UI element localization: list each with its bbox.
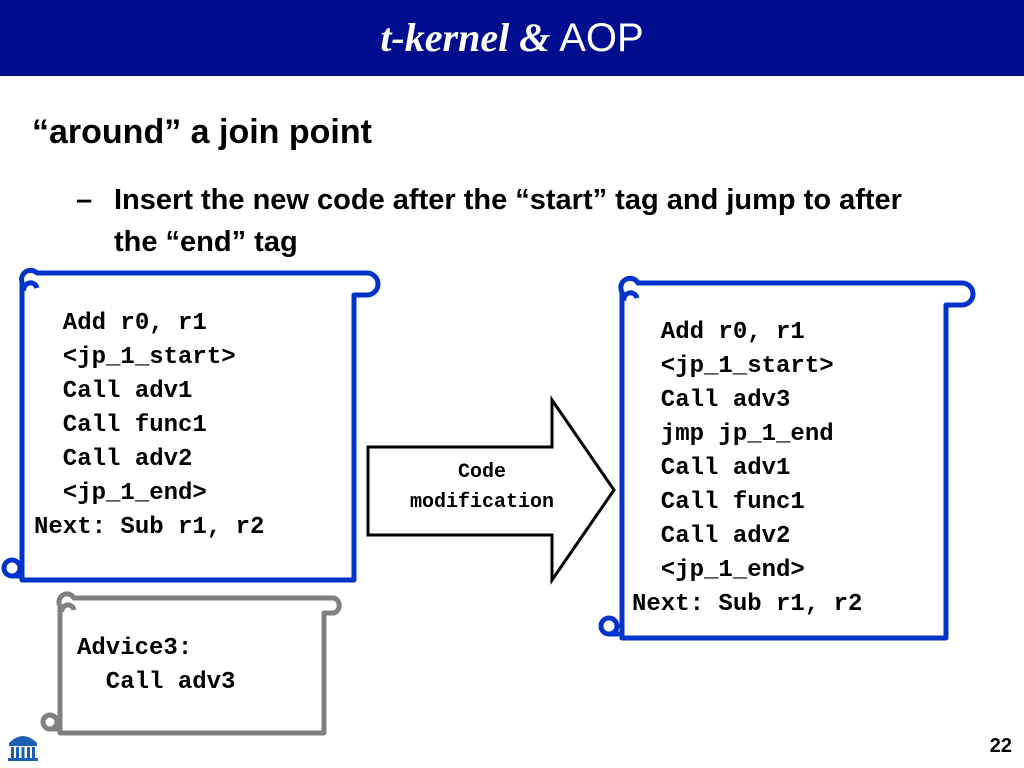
code-line: jmp jp_1_end [632, 421, 834, 448]
code-line: Advice3: [77, 635, 193, 662]
code-line: <jp_1_start> [632, 353, 834, 380]
code-line: Call adv2 [34, 446, 193, 473]
original-code-block: Add r0, r1 <jp_1_start> Call adv1 Call f… [34, 307, 264, 545]
code-line: Call adv3 [77, 669, 236, 696]
code-line: Call adv1 [34, 378, 193, 405]
arrow-label-line-2: modification [409, 491, 555, 514]
advice-code-scroll [40, 591, 342, 736]
code-line: <jp_1_end> [34, 480, 207, 507]
title-italic-part: t-kernel & [380, 15, 551, 60]
code-line: Call func1 [34, 412, 207, 439]
advice-code-block: Advice3: Call adv3 [77, 632, 235, 700]
slide-title: t-kernel & AOP [0, 10, 1024, 66]
code-line: <jp_1_start> [34, 344, 236, 371]
arrow-label-line-1: Code [457, 461, 506, 484]
code-line: Call adv3 [632, 387, 791, 414]
code-line: Call adv1 [632, 455, 791, 482]
bullet-dash: – [76, 184, 93, 216]
modified-code-block: Add r0, r1 <jp_1_start> Call adv3 jmp jp… [632, 316, 862, 622]
title-plain-part: AOP [559, 16, 644, 60]
code-line: Add r0, r1 [632, 319, 805, 346]
modified-code-scroll [598, 275, 976, 641]
code-line: Next: Sub r1, r2 [34, 514, 265, 541]
code-line: Call adv2 [632, 523, 791, 550]
code-line: Add r0, r1 [34, 310, 207, 337]
code-line: Next: Sub r1, r2 [632, 591, 863, 618]
page-number: 22 [989, 735, 1012, 757]
bullet-text: Insert the new code after the “start” ta… [114, 184, 902, 258]
rotunda-logo-icon [8, 736, 38, 761]
code-line: Call func1 [632, 489, 805, 516]
original-code-scroll [1, 267, 381, 583]
arrow-label: Code modification [368, 458, 596, 518]
code-line: <jp_1_end> [632, 557, 805, 584]
slide-heading: “around” a join point [32, 113, 372, 151]
title-bar [0, 0, 1024, 76]
code-modification-arrow [366, 395, 616, 585]
